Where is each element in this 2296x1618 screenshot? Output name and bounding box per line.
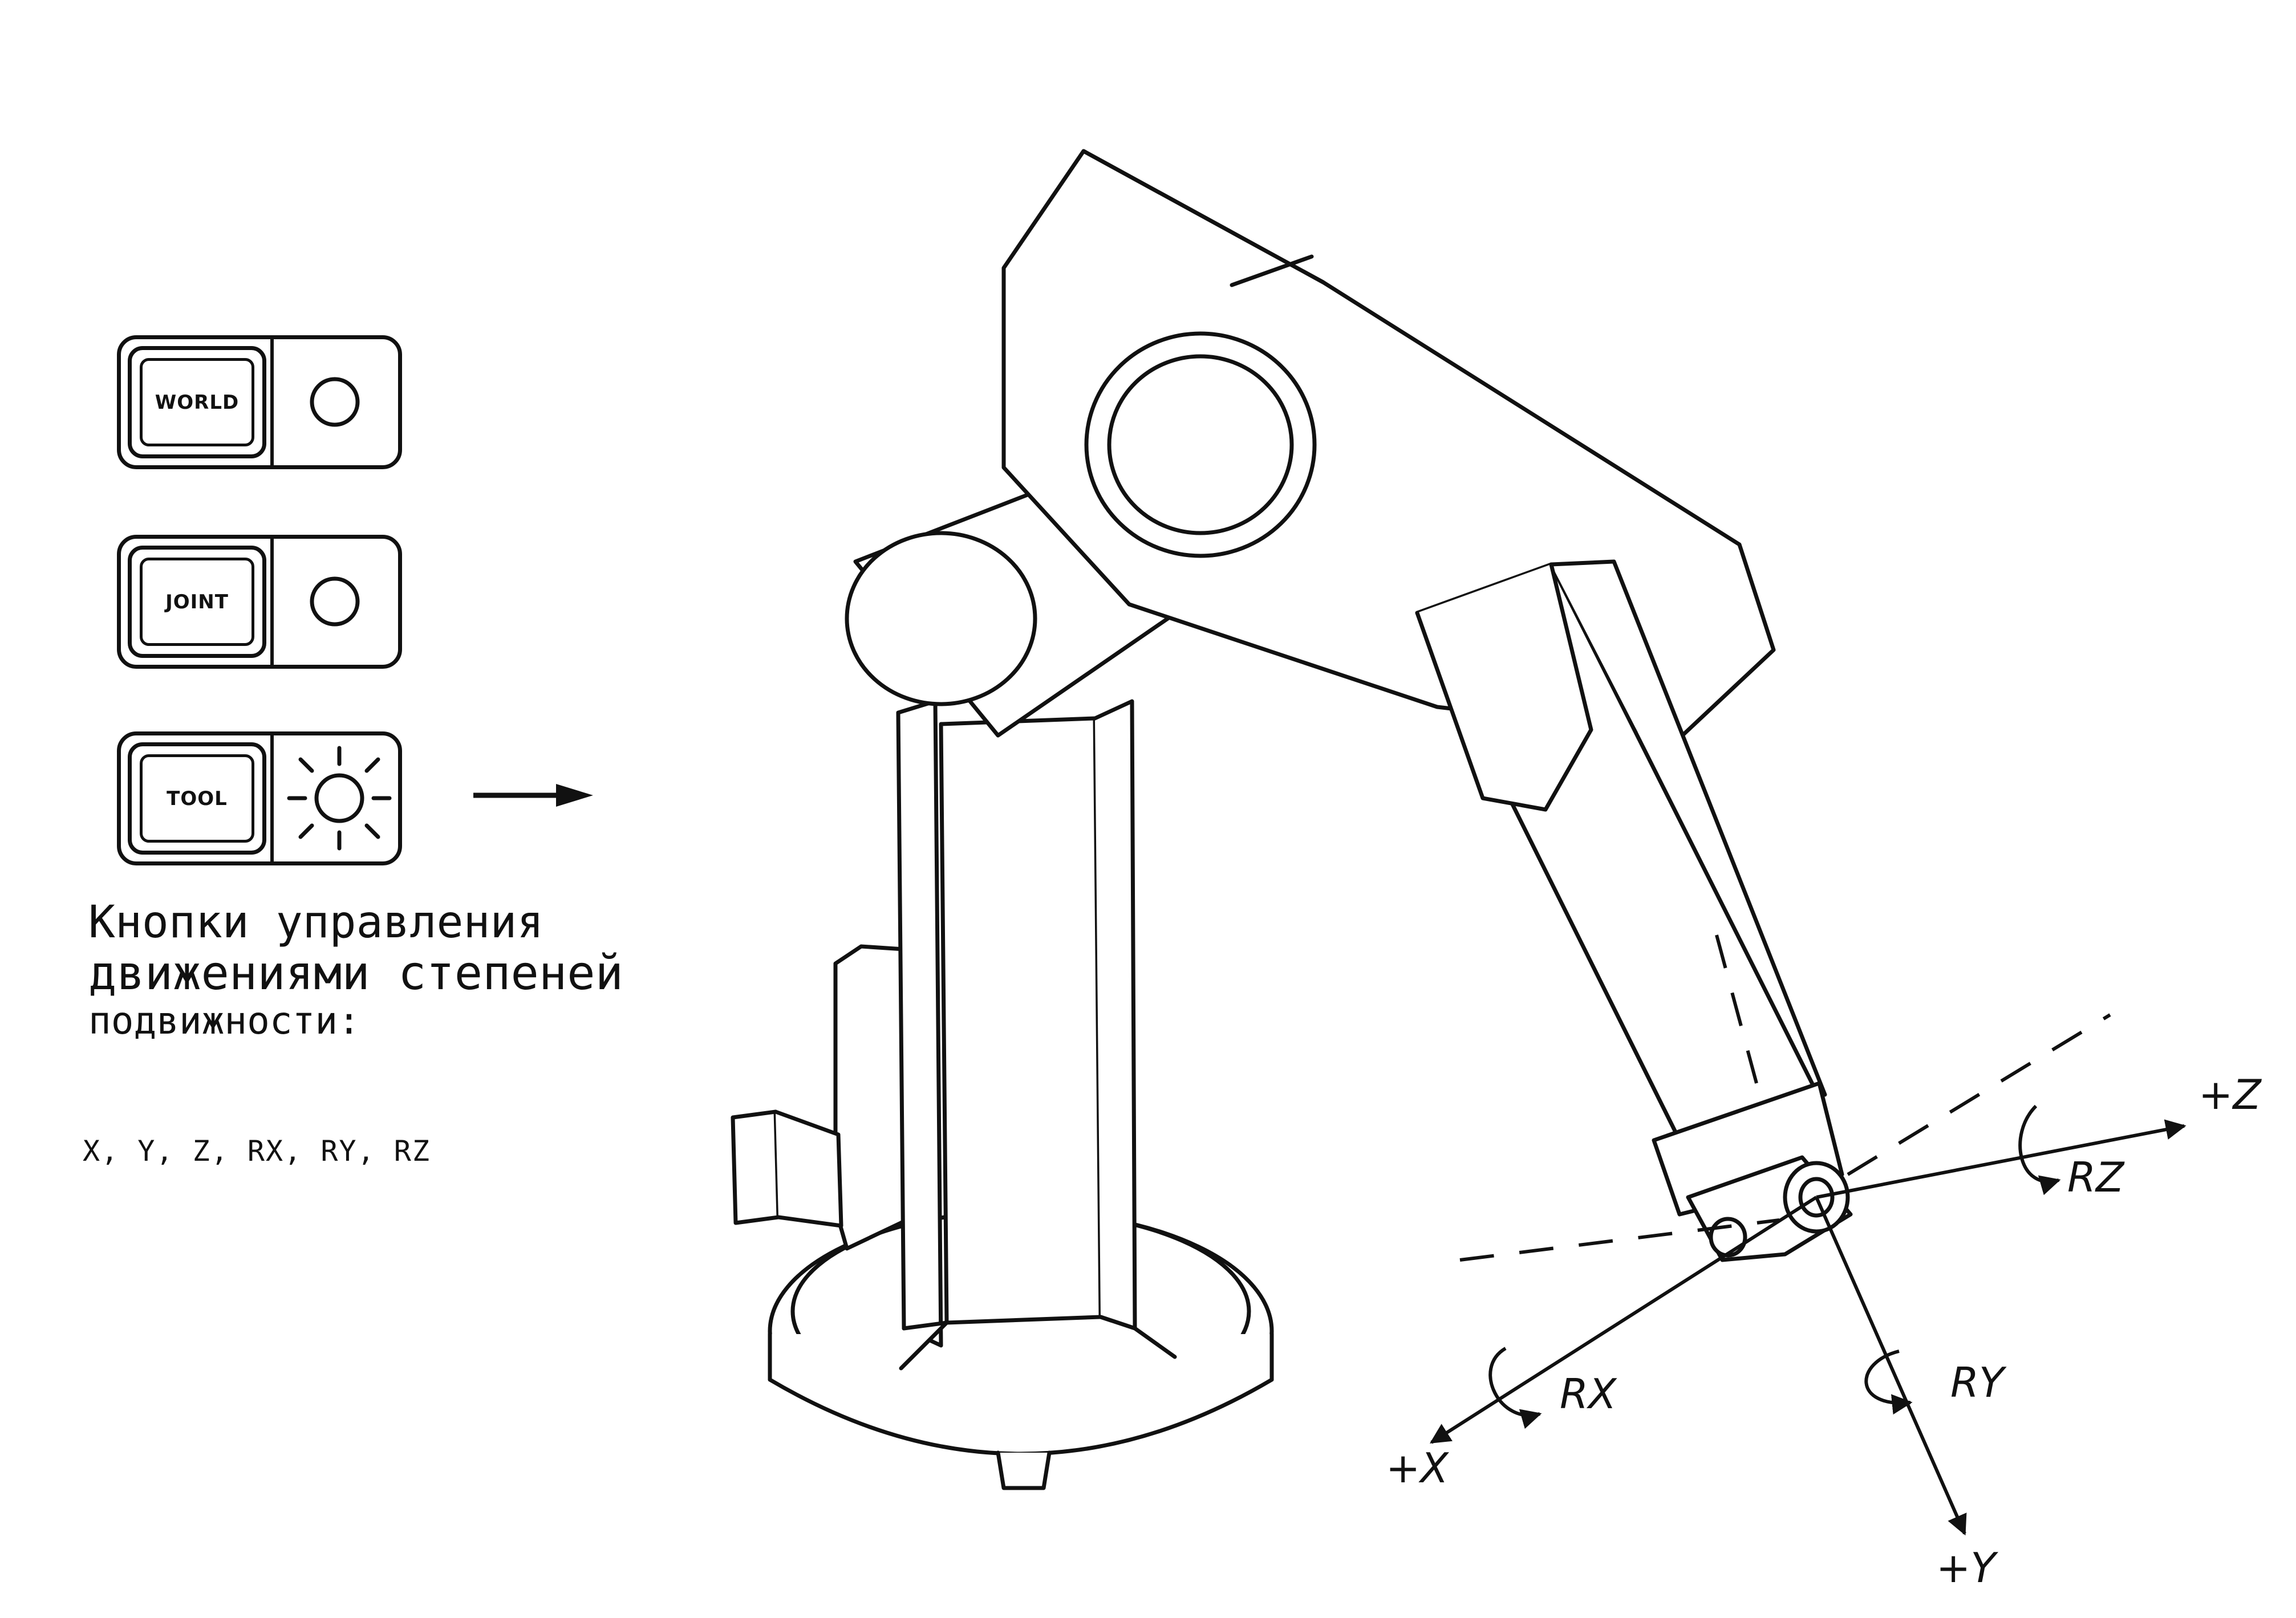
- robot-wrist: [1686, 1155, 1853, 1262]
- world-button[interactable]: WORLD: [128, 346, 266, 458]
- tool-coordinate-axes: [1429, 1104, 2187, 1536]
- joint-button[interactable]: JOINT: [128, 546, 266, 658]
- tool-button[interactable]: TOOL: [128, 742, 266, 855]
- reference-lines: [1459, 934, 2111, 1262]
- caption-line-2: движениями степеней: [88, 946, 623, 1001]
- controls-caption: Кнопки управления движениями степеней по…: [88, 897, 623, 1043]
- robot-forearm: [1415, 559, 1844, 1217]
- world-lamp-off-icon: [310, 377, 360, 427]
- tool-lamp-lit-icon: [287, 746, 392, 851]
- x-axis-arrow: [1429, 1196, 1818, 1444]
- joint-lamp-off-icon: [310, 576, 360, 627]
- z-axis-label: +Z: [2198, 1071, 2262, 1119]
- y-axis-label: +Y: [1936, 1544, 1998, 1592]
- tool-button-label: TOOL: [167, 787, 228, 810]
- y-axis-arrow: [1815, 1196, 1967, 1536]
- joint-button-label: JOINT: [165, 590, 229, 613]
- rx-rotation-icon: [1488, 1347, 1542, 1429]
- rz-label: RZ: [2067, 1153, 2125, 1201]
- rz-rotation-icon: [2018, 1104, 2061, 1196]
- ry-rotation-icon: [1864, 1349, 1913, 1415]
- joint-button-row: JOINT: [117, 535, 402, 669]
- pointer-arrow-icon: [473, 784, 593, 807]
- rx-label: RX: [1560, 1370, 1617, 1418]
- control-panel: WORLD JOINT TOOL: [0, 0, 713, 1618]
- caption-line-3: подвижности:: [88, 999, 360, 1043]
- caption-line-1: Кнопки управления: [88, 897, 544, 948]
- world-button-row: WORLD: [117, 335, 402, 469]
- robot-column: [896, 699, 1177, 1371]
- z-axis-arrow: [1816, 1119, 2187, 1199]
- tool-button-row: TOOL: [117, 731, 402, 865]
- dof-list: X, Y, Z, RX, RY, RZ: [83, 1135, 431, 1168]
- world-button-label: WORLD: [155, 391, 240, 414]
- robot-side-motor: [731, 944, 909, 1251]
- ry-label: RY: [1950, 1359, 2007, 1406]
- x-axis-label: +X: [1386, 1444, 1449, 1492]
